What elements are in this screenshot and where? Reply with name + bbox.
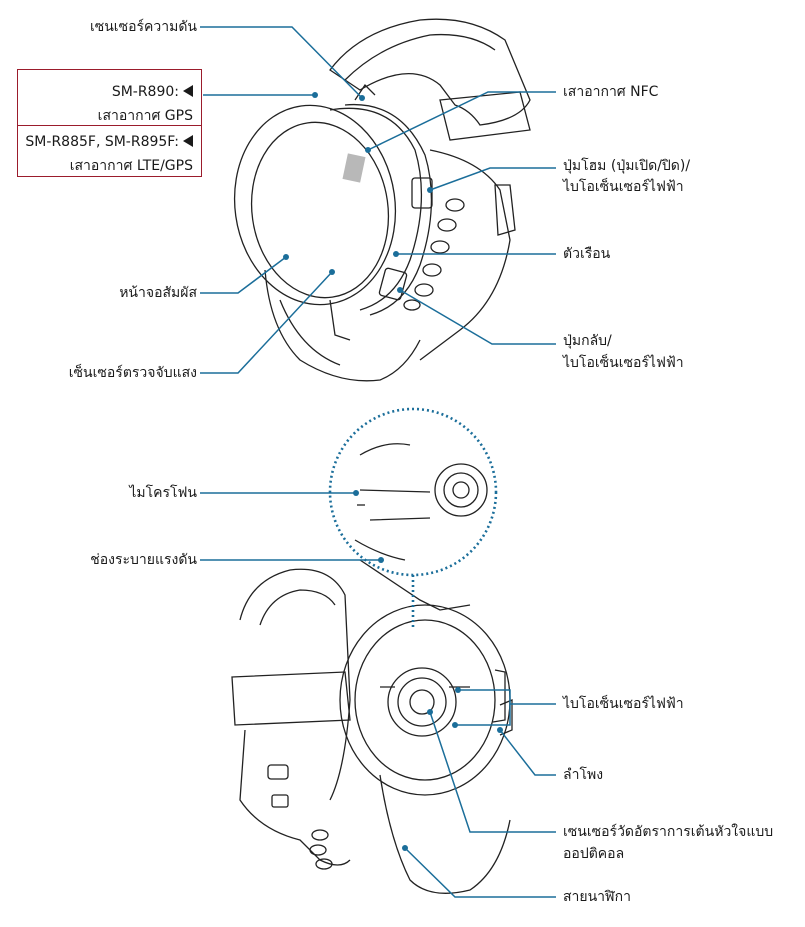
pointer-triangle-icon: [183, 85, 193, 97]
label-strap: สายนาฬิกา: [563, 889, 631, 905]
pointer-triangle-icon: [183, 135, 193, 147]
leader-home-key: [429, 167, 556, 191]
label-pressure-vent: ช่องระบายแรงดัน: [90, 552, 197, 568]
leader-bio-sensor: [455, 689, 556, 726]
label-back-key-line1: ปุ่มกลับ/: [563, 333, 612, 349]
model-box-divider: [18, 125, 201, 126]
label-speaker: ลำโพง: [563, 767, 604, 783]
back-watch-illustration: [231, 407, 513, 894]
label-microphone: ไมโครโฟน: [129, 485, 197, 501]
label-heart-rate-line2: ออปติคอล: [563, 846, 625, 862]
label-pressure-sensor: เซนเซอร์ความดัน: [89, 19, 197, 35]
label-light-sensor: เซ็นเซอร์ตรวจจับแสง: [68, 365, 197, 381]
model-row-2-text: เสาอากาศ LTE/GPS: [69, 158, 193, 174]
leader-nfc: [367, 91, 556, 151]
label-back-key-line2: ไบโอเซ็นเซอร์ไฟฟ้า: [563, 355, 684, 371]
leader-pressure-sensor: [200, 26, 363, 99]
label-home-key-line1: ปุ่มโฮม (ปุ่มเปิด/ปิด)/: [563, 158, 691, 174]
leader-light-sensor: [200, 271, 333, 374]
leader-touchscreen: [200, 256, 287, 294]
model-row-2: SM-R885F, SM-R895F:: [25, 132, 193, 152]
label-home-key-line2: ไบโอเซ็นเซอร์ไฟฟ้า: [563, 179, 684, 195]
leader-heart-rate: [429, 711, 556, 833]
model-row-1-model: SM-R890:: [111, 84, 179, 100]
model-antenna-box: SM-R890: เสาอากาศ GPS SM-R885F, SM-R895F…: [17, 69, 202, 177]
leader-strap: [404, 847, 556, 898]
model-row-1: SM-R890:: [112, 82, 193, 102]
front-watch-illustration: [233, 18, 531, 382]
leader-speaker: [499, 729, 556, 776]
leader-back-key: [399, 289, 556, 345]
label-heart-rate-line1: เซนเซอร์วัดอัตราการเต้นหัวใจแบบ: [563, 824, 774, 840]
label-case: ตัวเรือน: [563, 246, 611, 262]
label-nfc-antenna: เสาอากาศ NFC: [563, 84, 659, 100]
model-row-2-model: SM-R885F, SM-R895F:: [25, 134, 179, 150]
model-row-1-text: เสาอากาศ GPS: [97, 108, 193, 124]
label-touchscreen: หน้าจอสัมผัส: [119, 285, 197, 301]
label-bio-sensor: ไบโอเซ็นเซอร์ไฟฟ้า: [563, 696, 684, 712]
